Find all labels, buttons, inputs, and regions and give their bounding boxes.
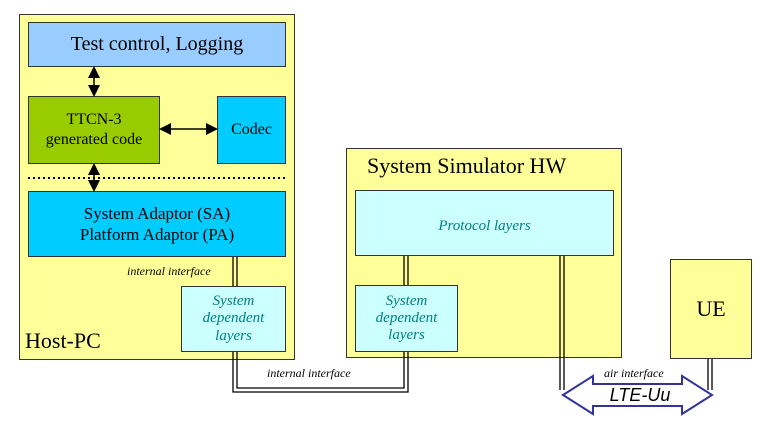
adaptor-box: System Adaptor (SA) Platform Adaptor (PA…	[28, 191, 286, 257]
air-interface-label: air interface	[604, 366, 664, 380]
codec-label: Codec	[231, 121, 272, 138]
sdl-host-box: System dependent layers	[181, 286, 286, 352]
link-adaptor-sdl	[232, 257, 238, 286]
link-internal-interface	[232, 352, 409, 393]
link-air-interface	[559, 256, 713, 390]
test-control-label: Test control, Logging	[70, 33, 244, 55]
lte-uu-arrow	[561, 374, 714, 416]
lte-uu-label: LTE-Uu	[609, 385, 671, 405]
protocol-layers-label: Protocol layers	[438, 218, 531, 234]
host-pc-label: Host-PC	[25, 328, 101, 353]
internal-interface-label-top: internal interface	[127, 264, 211, 278]
ttcn3-label: TTCN-3 generated code	[45, 111, 143, 148]
protocol-layers-box: Protocol layers	[355, 190, 614, 256]
adaptor-label: System Adaptor (SA) Platform Adaptor (PA…	[79, 203, 235, 244]
sdl-ss-label: System dependent layers	[375, 292, 438, 344]
ue-box: UE	[670, 259, 752, 359]
test-control-box: Test control, Logging	[28, 22, 286, 67]
ttcn3-box: TTCN-3 generated code	[28, 96, 160, 164]
codec-box: Codec	[217, 96, 286, 164]
link-protocol-sdl	[403, 256, 409, 285]
ue-label: UE	[696, 296, 726, 321]
sdl-ss-box: System dependent layers	[355, 285, 458, 352]
ss-hw-label: System Simulator HW	[367, 153, 567, 178]
internal-interface-label-bottom: internal interface	[267, 366, 351, 380]
sdl-host-label: System dependent layers	[202, 293, 265, 344]
